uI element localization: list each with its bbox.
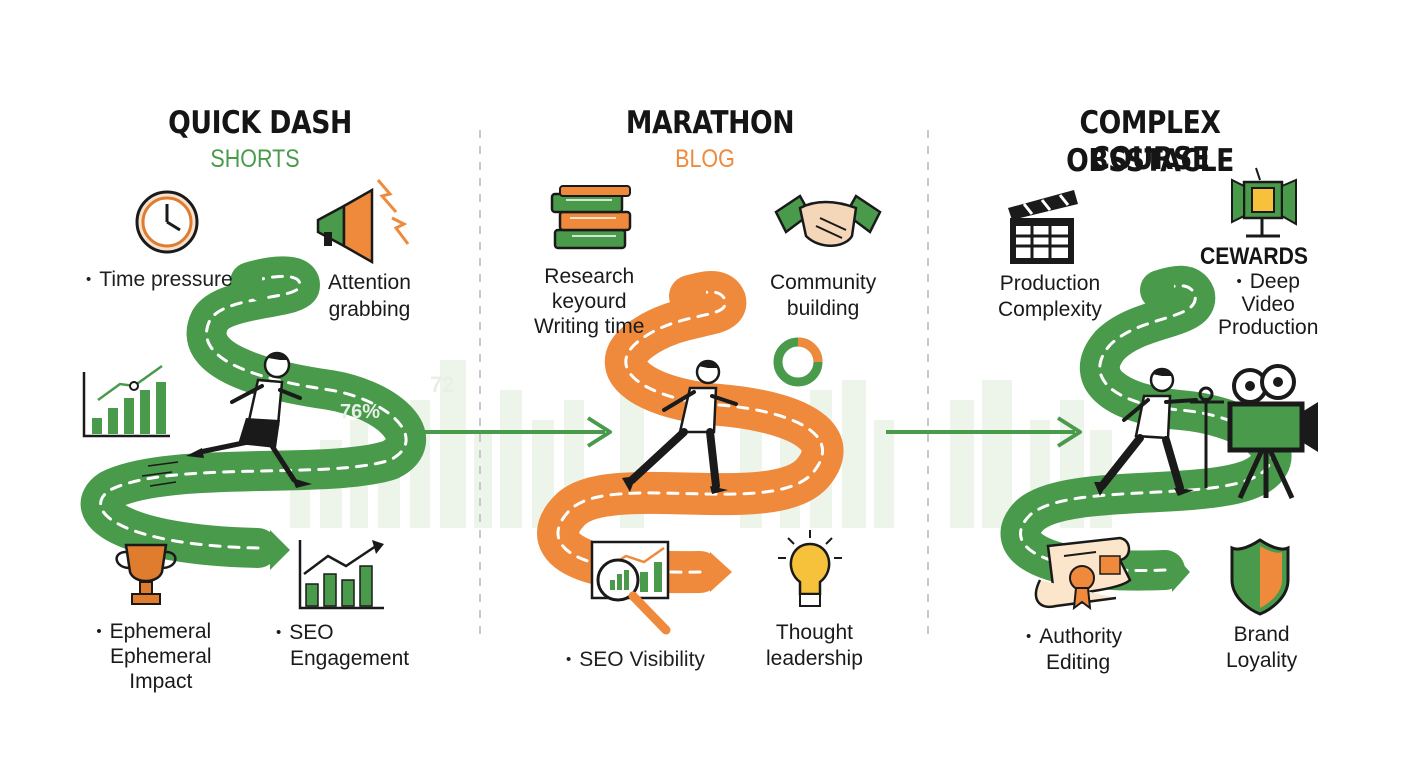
research-line2: keyourd bbox=[551, 290, 627, 313]
course-title-line1: COMPLEX OBSSTACLE bbox=[1066, 105, 1234, 179]
runner-icon bbox=[1094, 367, 1224, 496]
handshake-icon bbox=[774, 194, 882, 247]
pie-chart-icon bbox=[773, 337, 823, 387]
film-camera-icon bbox=[1227, 364, 1318, 500]
faded-number-2: 72 bbox=[430, 372, 454, 397]
seo-engagement-label: SEO Engagement bbox=[276, 620, 409, 672]
research-line1: Research bbox=[544, 265, 635, 288]
ephemeral-line1: Ephemeral bbox=[96, 619, 212, 644]
growth-chart-icon bbox=[82, 364, 170, 438]
thought-leadership-label: Thought leadership bbox=[766, 620, 863, 672]
brand-loyality-label: Brand Loyality bbox=[1226, 622, 1297, 674]
authority-line2: Editing bbox=[1045, 651, 1111, 674]
magnifier-chart-icon bbox=[590, 540, 671, 635]
books-icon bbox=[550, 185, 632, 250]
ephemeral-impact-label: Ephemeral Ephemeral Impact bbox=[96, 619, 212, 694]
brand-line2: Loyality bbox=[1226, 649, 1298, 672]
blog-title: MARATHON bbox=[625, 105, 795, 141]
ephemeral-line3: Impact bbox=[129, 670, 193, 693]
trophy-icon bbox=[115, 543, 177, 605]
bar-chart-up-icon bbox=[298, 540, 384, 610]
authority-line1: Authority bbox=[1026, 624, 1122, 650]
shorts-title: QUICK DASH bbox=[168, 105, 352, 141]
clapperboard-icon bbox=[1008, 190, 1078, 264]
course-title-line2: COURSE bbox=[1090, 141, 1210, 177]
megaphone-icon bbox=[316, 179, 410, 265]
clock-icon bbox=[135, 190, 199, 254]
thought-line2: leadership bbox=[766, 647, 863, 670]
production-line1: Production bbox=[999, 272, 1101, 295]
production-complexity-label: Production Complexity bbox=[998, 271, 1102, 323]
arrow-right-icon bbox=[425, 416, 612, 448]
blog-road bbox=[537, 271, 844, 594]
blog-subtitle: BLOG bbox=[675, 145, 735, 173]
spotlight-icon bbox=[1231, 167, 1297, 238]
arrow-right-icon bbox=[886, 416, 1082, 448]
seo-line2: Engagement bbox=[290, 647, 410, 670]
research-label: Research keyourd Writing time bbox=[534, 264, 644, 339]
time-pressure-label: Time pressure bbox=[86, 267, 232, 293]
seo-line1: SEO bbox=[276, 620, 409, 646]
cewards-heading: CEWARDS bbox=[1200, 243, 1308, 270]
lightbulb-icon bbox=[778, 530, 842, 607]
research-line3: Writing time bbox=[534, 315, 645, 338]
thought-line1: Thought bbox=[775, 621, 853, 644]
faded-number-1: 76% bbox=[340, 401, 380, 423]
deep-line3: Production bbox=[1218, 316, 1319, 339]
deep-video-production-label: Deep Video Production bbox=[1218, 270, 1318, 339]
community-building-label: Community building bbox=[770, 270, 876, 322]
deep-line1: Deep bbox=[1218, 270, 1318, 293]
attention-grabbing-label: Attention grabbing bbox=[328, 269, 411, 323]
community-line2: building bbox=[786, 297, 860, 320]
seo-visibility-label: SEO Visibility bbox=[566, 647, 705, 673]
brand-line1: Brand bbox=[1233, 623, 1290, 646]
shorts-subtitle: SHORTS bbox=[210, 145, 300, 173]
runner-icon bbox=[141, 351, 312, 488]
attention-line2: grabbing bbox=[328, 298, 411, 321]
deep-line2: Video bbox=[1241, 293, 1295, 316]
ephemeral-line2: Ephemeral bbox=[110, 645, 212, 668]
production-line2: Complexity bbox=[998, 298, 1102, 321]
runner-icon bbox=[622, 359, 738, 494]
certificate-icon bbox=[1034, 536, 1132, 611]
attention-line1: Attention bbox=[328, 271, 411, 294]
community-line1: Community bbox=[770, 271, 877, 294]
shield-icon bbox=[1230, 538, 1290, 616]
authority-editing-label: Authority Editing bbox=[1026, 624, 1122, 676]
shorts-road bbox=[80, 256, 426, 570]
